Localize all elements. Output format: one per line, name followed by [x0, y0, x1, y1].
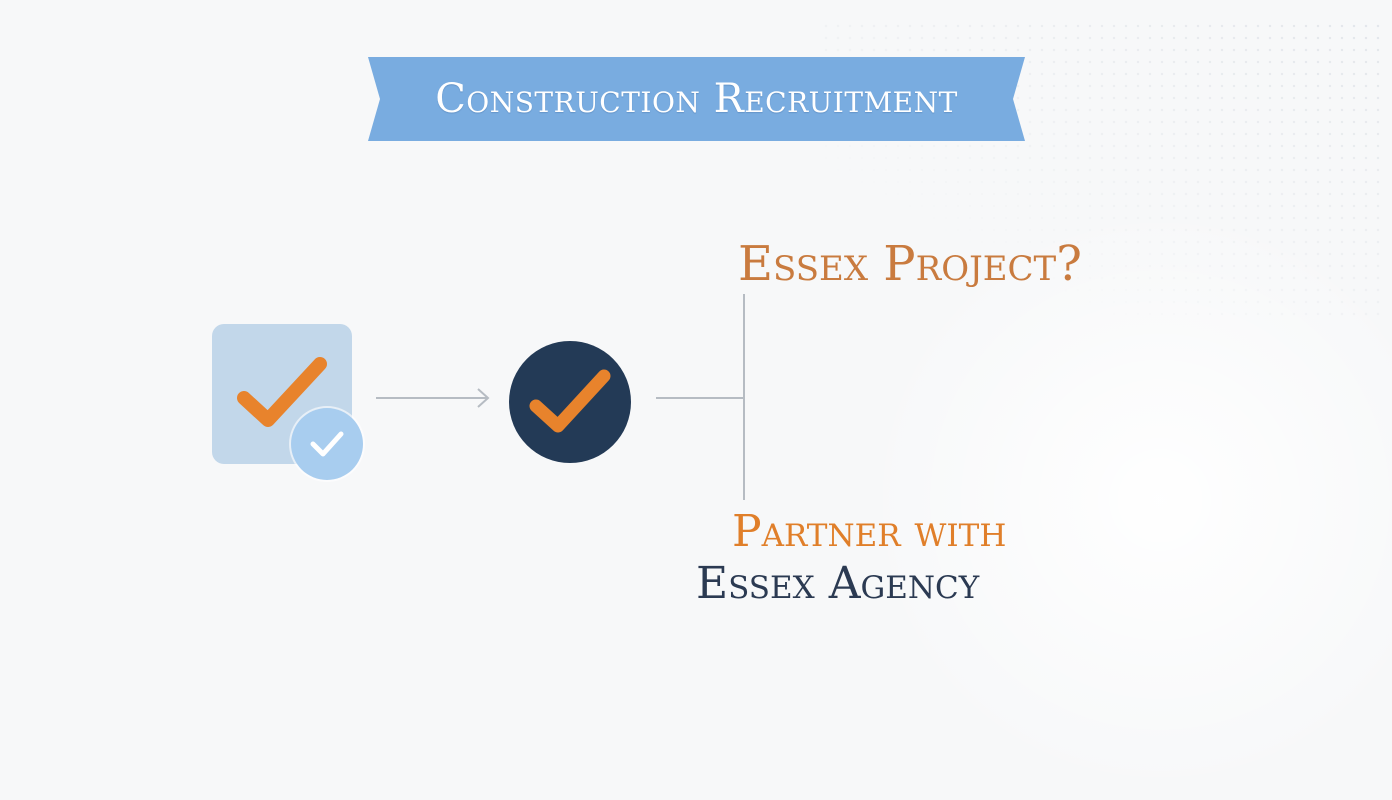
ribbon-shape: [368, 57, 1025, 141]
orange-check-icon: [529, 369, 611, 433]
banner-title: Construction Recruitment: [435, 76, 958, 122]
white-check-icon: [310, 431, 344, 457]
orange-check-icon: [237, 357, 327, 427]
flow-connectors: [376, 294, 745, 500]
answer-line-1: Partner with: [732, 506, 1007, 557]
title-banner: Construction Recruitment: [368, 57, 1025, 141]
verified-badge-icon: [291, 408, 363, 480]
question-text: Essex Project?: [738, 236, 1082, 292]
check-circle-icon: [509, 341, 631, 463]
arrow-head-icon: [477, 388, 490, 408]
answer-line-2: Essex Agency: [696, 558, 980, 609]
